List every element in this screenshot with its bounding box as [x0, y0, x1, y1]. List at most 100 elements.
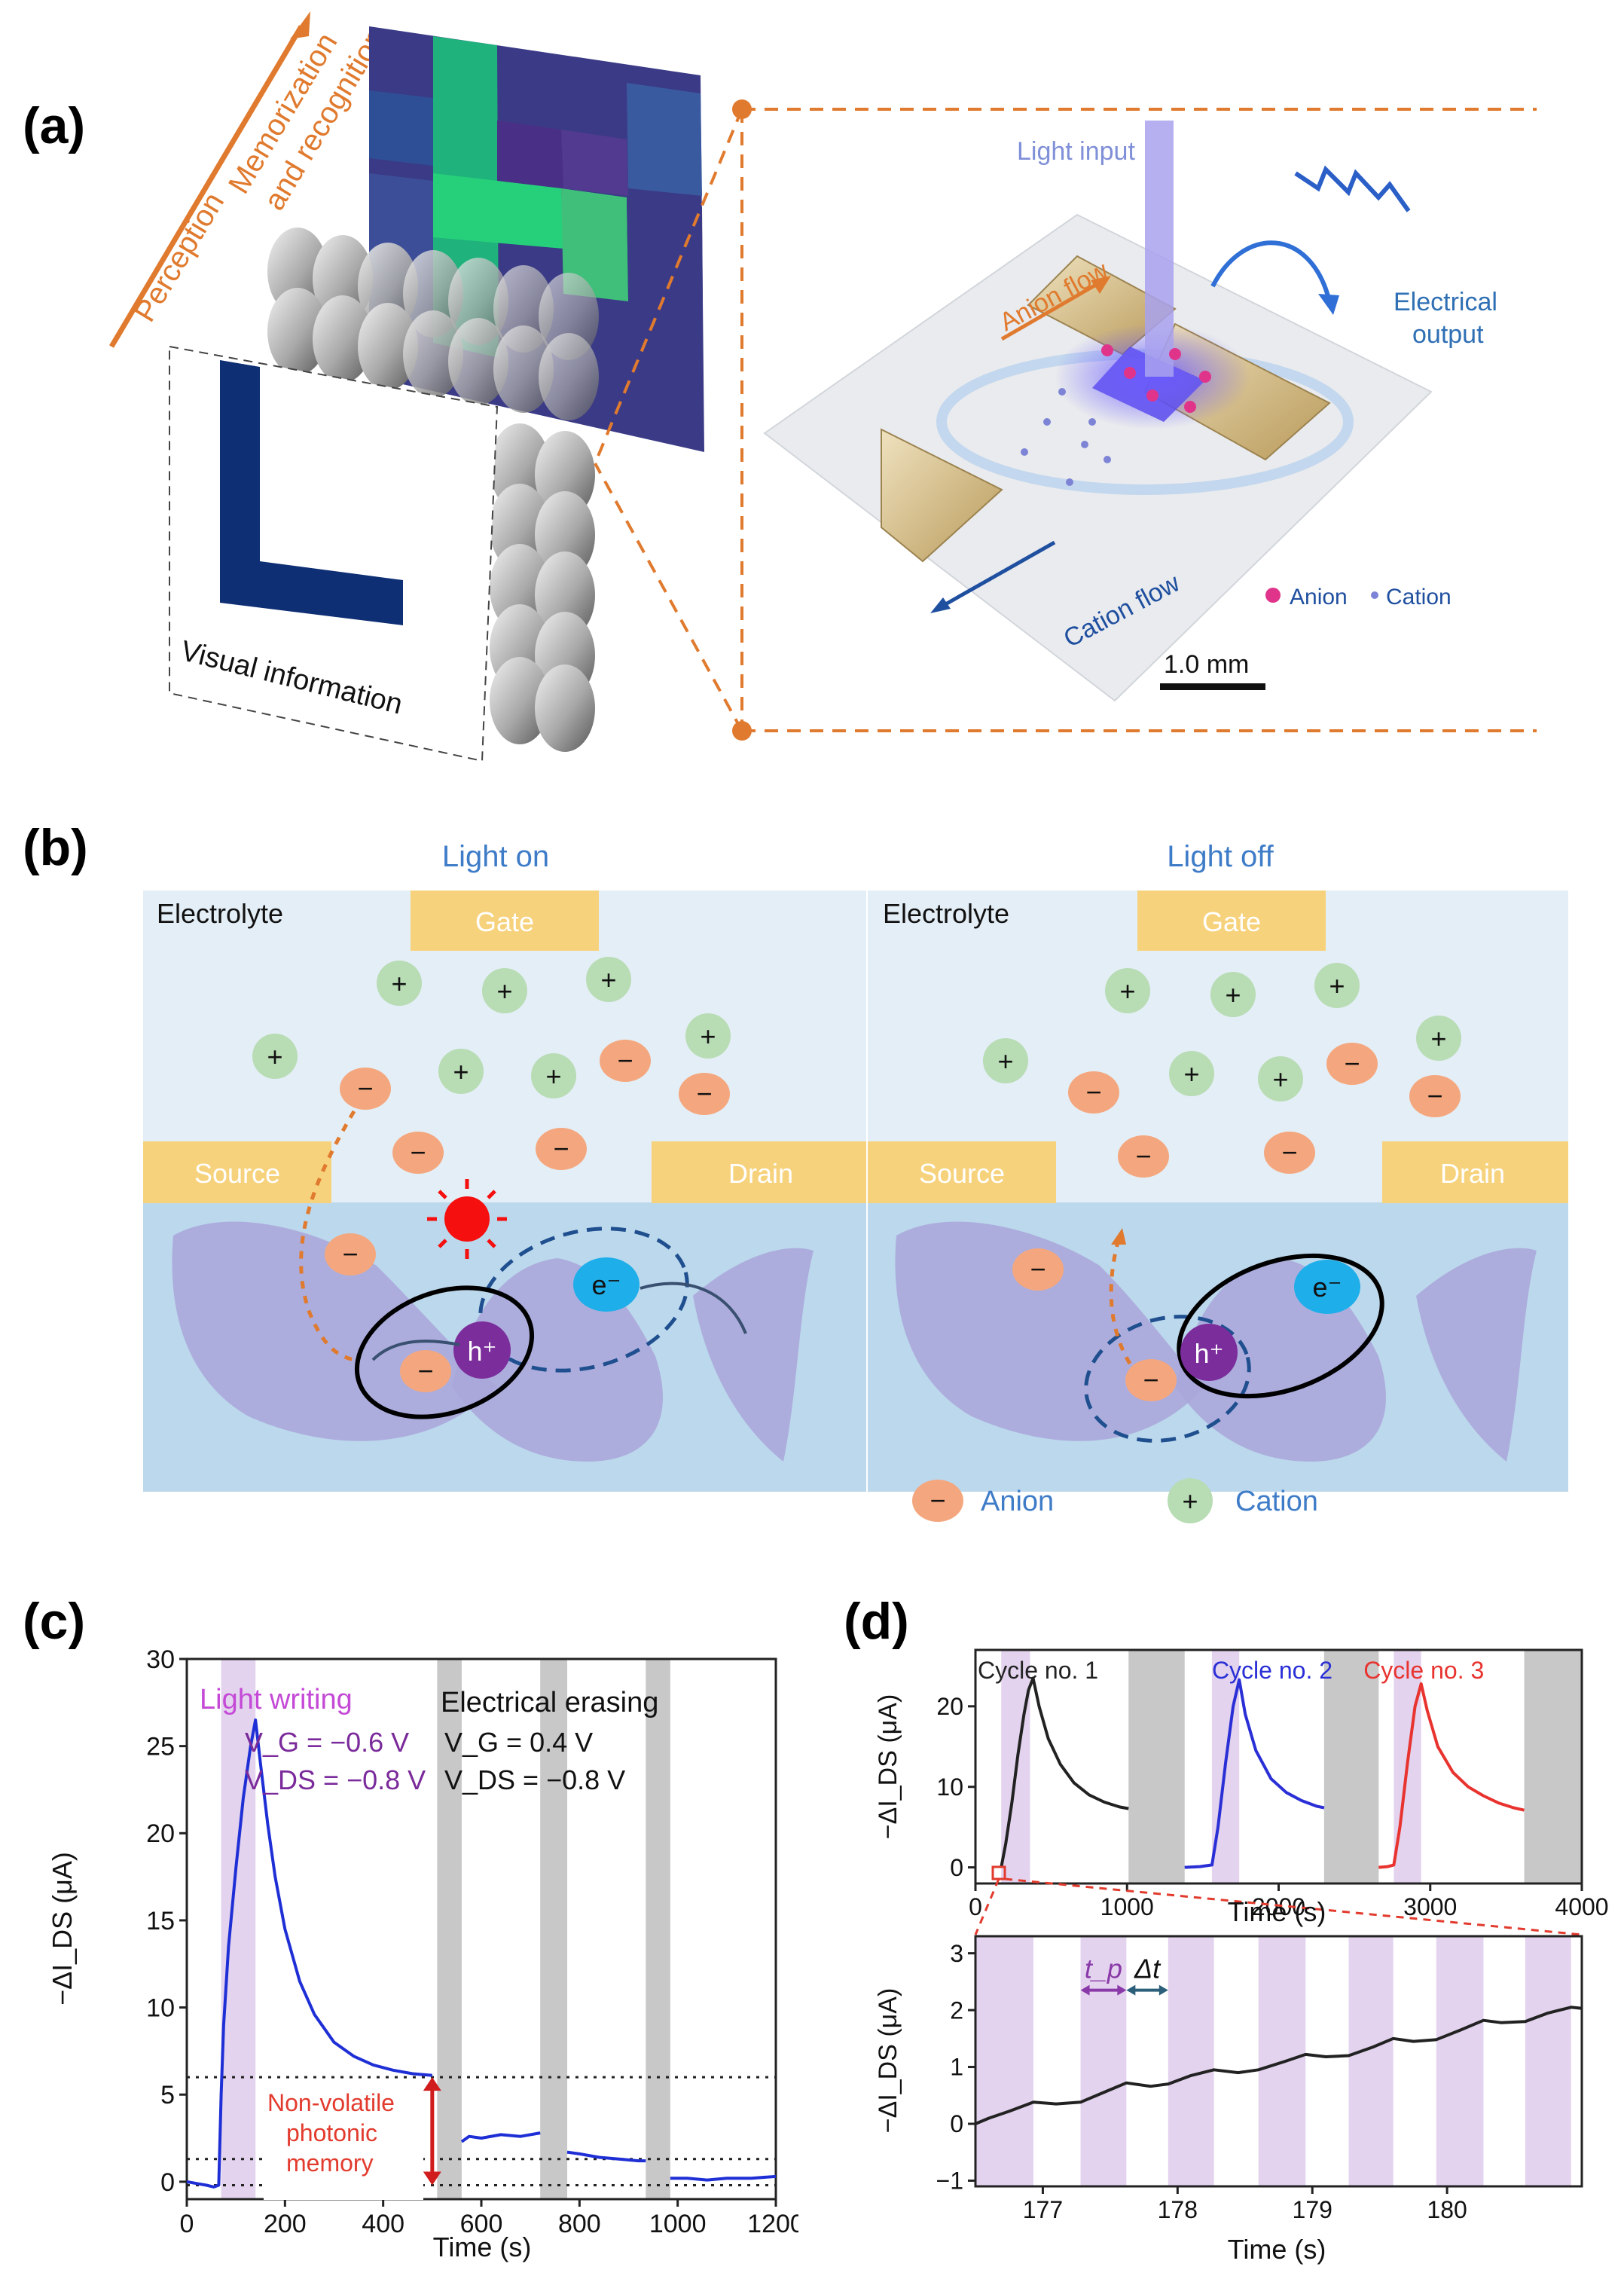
svg-text:+: + [1430, 1023, 1446, 1054]
svg-text:−: − [357, 1073, 373, 1104]
series-line-2 [460, 2131, 541, 2143]
y-tick-label: 3 [950, 1940, 963, 1967]
tp-arrow-head-left [1080, 1984, 1090, 1996]
svg-text:+: + [700, 1021, 716, 1052]
series-line-4 [670, 2174, 777, 2182]
svg-text:+: + [391, 968, 407, 999]
panel-a: (a) Perception Memorization and recognit… [0, 0, 1624, 784]
erase-band [646, 1659, 670, 2199]
y-tick-label: 1 [950, 2054, 963, 2081]
memory-label-3: memory [286, 2149, 374, 2177]
series-line-2 [1184, 1678, 1325, 1869]
x-tick-label: 800 [558, 2210, 601, 2238]
y-tick-label: 15 [146, 1907, 175, 1935]
electron-label-left: e⁻ [591, 1269, 621, 1300]
erase-band [437, 1659, 462, 2199]
light-writing-label: Light writing [200, 1684, 353, 1715]
x-tick-label: 1200 [747, 2210, 798, 2238]
cation-legend-marker [1371, 591, 1378, 599]
memory-label-box [264, 2087, 423, 2200]
light-off-diagram: Light off Gate Source Drain Electrolyte … [868, 840, 1568, 1492]
y-tick-label: 10 [936, 1773, 963, 1801]
erase-band [1524, 1650, 1582, 1883]
pulse-band [1436, 1936, 1484, 2186]
svg-text:−: − [1085, 1077, 1101, 1107]
light-input-label: Light input [1017, 137, 1135, 166]
legend-anion-label: Anion [981, 1486, 1054, 1517]
drain-label-left: Drain [728, 1158, 793, 1189]
x-tick-label: 180 [1427, 2196, 1467, 2223]
svg-text:−: − [1143, 1364, 1158, 1395]
perception-arrow [108, 25, 304, 348]
svg-text:+: + [1183, 1059, 1199, 1089]
x-tick-label: 1000 [1100, 1893, 1154, 1920]
anion-legend-marker [1265, 588, 1281, 603]
svg-text:−: − [1427, 1080, 1442, 1111]
gate-label-left: Gate [475, 906, 534, 937]
neuron-sphere-array [267, 228, 599, 752]
cycle-label-1: Cycle no. 1 [978, 1657, 1098, 1684]
panel-c-label: (c) [23, 1593, 85, 1650]
cycle-label-2: Cycle no. 2 [1212, 1657, 1332, 1684]
x-tick-label: 600 [460, 2210, 503, 2238]
source-label-right: Source [919, 1158, 1005, 1189]
y-tick-label: −1 [936, 2168, 963, 2195]
tp-arrow-head-right [1117, 1984, 1127, 1996]
svg-text:+: + [545, 1061, 561, 1092]
y-tick-label: 25 [146, 1733, 175, 1761]
svg-text:−: − [1135, 1141, 1151, 1172]
y-tick-label: 20 [936, 1693, 963, 1720]
memory-label-1: Non-volatile [267, 2089, 395, 2116]
svg-text:+: + [1119, 976, 1135, 1007]
vg-erase-label: V_G = 0.4 V [444, 1727, 593, 1758]
svg-text:+: + [1329, 970, 1345, 1001]
x-tick-label: 1000 [649, 2210, 707, 2238]
light-on-title: Light on [442, 840, 549, 873]
dt-label: Δt [1134, 1954, 1162, 1984]
scale-bar-label: 1.0 mm [1164, 650, 1249, 679]
zoom-line-left [974, 1878, 1000, 1935]
y-tick-label: 10 [146, 1993, 175, 2022]
x-tick-label: 200 [264, 2210, 307, 2238]
svg-text:+: + [997, 1046, 1013, 1077]
svg-text:−: − [553, 1133, 569, 1164]
svg-text:+: + [267, 1041, 282, 1072]
vg-write-label: V_G = −0.6 V [245, 1727, 409, 1758]
svg-text:+: + [496, 976, 512, 1007]
chart-d-ylabel: −ΔI_DS (μA) [874, 1694, 902, 1840]
series-line-1 [975, 2006, 1583, 2125]
svg-text:−: − [617, 1045, 633, 1076]
hole-label-left: h⁺ [467, 1336, 496, 1367]
inset-xlabel: Time (s) [1228, 2234, 1326, 2265]
panel-d-label: (d) [844, 1593, 909, 1650]
memory-label-2: photonic [286, 2119, 377, 2146]
electrical-erasing-label: Electrical erasing [441, 1687, 658, 1718]
x-tick-label: 178 [1158, 2196, 1198, 2223]
panel-b-legend: − Anion + Cation [912, 1478, 1318, 1523]
series-line-3 [1378, 1682, 1525, 1869]
erase-band [1323, 1650, 1379, 1883]
pulse-band [1525, 1936, 1571, 2186]
svg-text:−: − [417, 1355, 433, 1386]
svg-text:+: + [600, 964, 616, 995]
svg-text:−: − [696, 1078, 712, 1109]
series-line-3 [566, 2150, 646, 2163]
source-label-left: Source [194, 1158, 280, 1189]
x-tick-label: 3000 [1403, 1893, 1457, 1920]
pulse-band [1348, 1936, 1394, 2186]
svg-text:+: + [1272, 1064, 1288, 1095]
y-tick-label: 5 [160, 2081, 175, 2110]
x-tick-label: 179 [1293, 2196, 1332, 2223]
electrolyte-label-right: Electrolyte [883, 898, 1009, 929]
zoom-callout [594, 99, 1537, 741]
series-line-1 [1000, 1676, 1129, 1868]
panel-b: (b) Light on Gate Source Drain Electroly… [0, 784, 1624, 1537]
svg-text:−: − [1030, 1254, 1046, 1285]
x-tick-label: 4000 [1555, 1893, 1608, 1920]
svg-text:−: − [930, 1485, 945, 1516]
y-tick-label: 30 [146, 1645, 175, 1674]
visual-information-card: Visual information [169, 345, 499, 762]
vds-write-label: V_DS = −0.8 V [245, 1764, 426, 1795]
